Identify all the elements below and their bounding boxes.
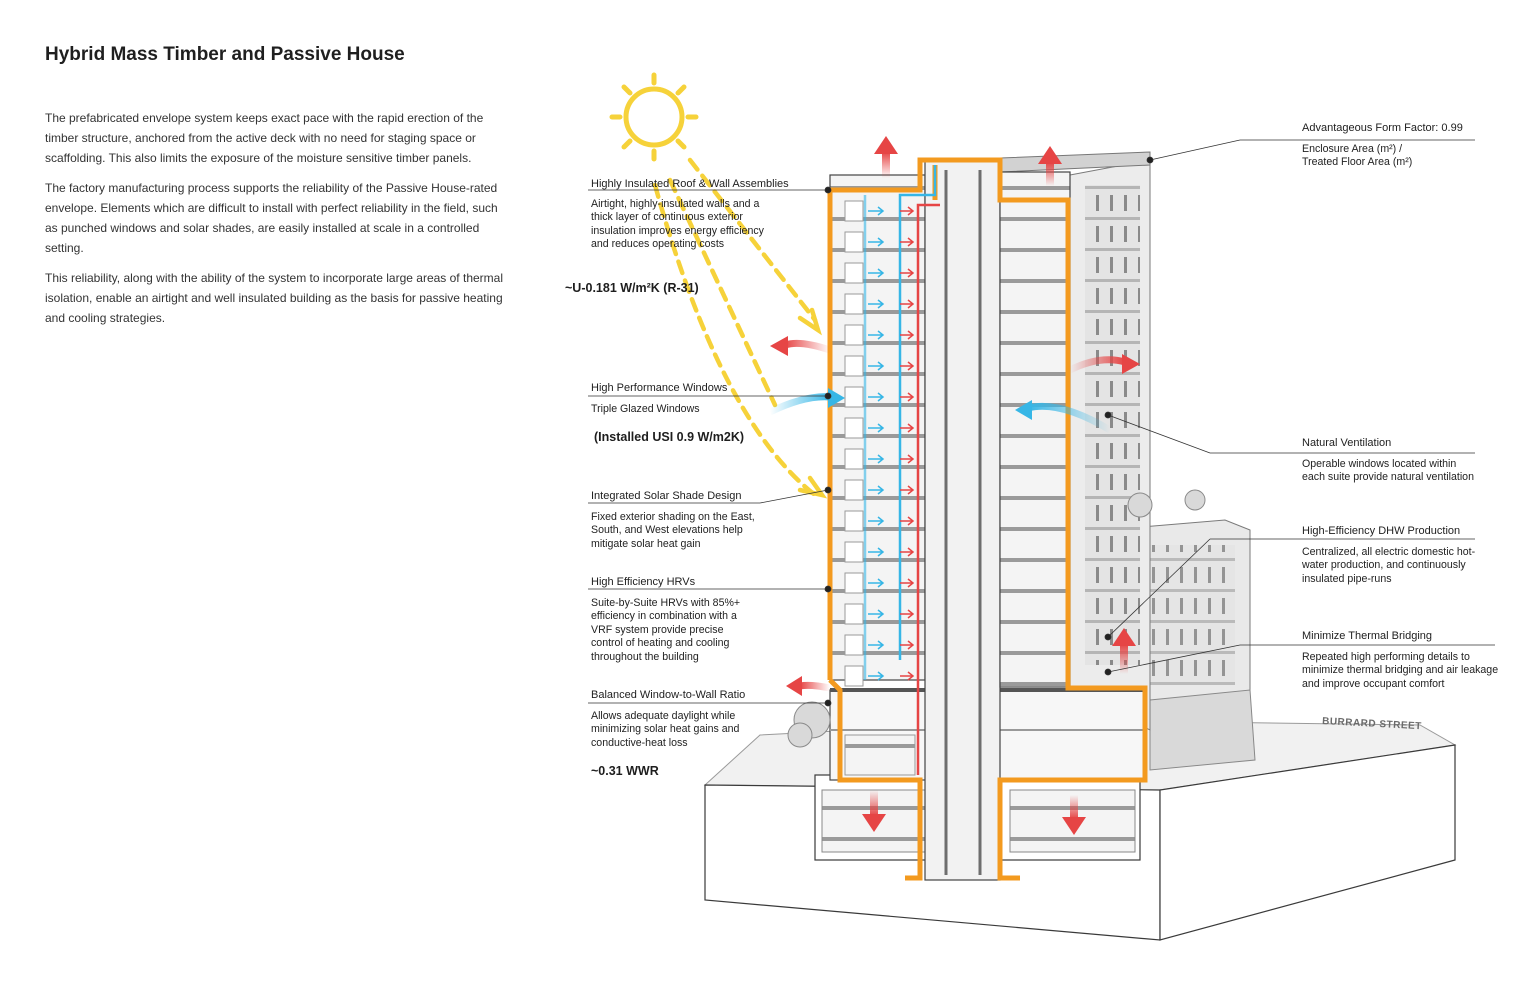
- supply-air-arrow: [868, 423, 885, 433]
- supply-air-arrow: [868, 392, 885, 402]
- suite-window: [844, 448, 864, 470]
- label-description: Repeated high performing details to mini…: [1302, 650, 1499, 690]
- hrv-ducts: [863, 165, 940, 775]
- supply-air-arrow: [868, 268, 885, 278]
- label-form-factor: Advantageous Form Factor: 0.99 Enclosure…: [1302, 122, 1482, 170]
- supply-air-arrow: [868, 609, 885, 619]
- tower-right-section: [999, 171, 1071, 688]
- suite-window: [844, 479, 864, 501]
- tree-icon: [787, 489, 1206, 748]
- suite-window: [844, 324, 864, 346]
- label-heading: Balanced Window-to-Wall Ratio: [591, 689, 746, 701]
- solar-ray-arrows: [652, 157, 828, 499]
- exhaust-air-arrow: [900, 547, 915, 557]
- label-description: Enclosure Area (m²) / Treated Floor Area…: [1302, 143, 1482, 170]
- suite-rows: [844, 200, 864, 687]
- label-solar-shade: Integrated Solar Shade Design Fixed exte…: [591, 490, 766, 551]
- label-hrv: High Efficiency HRVs Suite-by-Suite HRVs…: [591, 576, 751, 665]
- suite-window: [844, 634, 864, 656]
- label-description: Triple Glazed Windows: [591, 402, 700, 415]
- label-windows: High Performance Windows Triple Glazed W…: [591, 382, 791, 416]
- exhaust-air-arrow: [900, 485, 915, 495]
- label-description-line: Treated Floor Area (m²): [1302, 156, 1413, 169]
- exhaust-air-arrow: [900, 237, 915, 247]
- label-description: Centralized, all electric domestic hot-w…: [1302, 545, 1476, 585]
- exhaust-air-arrow: [900, 671, 915, 681]
- suite-window: [844, 386, 864, 408]
- suite-window: [844, 231, 864, 253]
- suite-window: [844, 665, 864, 687]
- street-label: BURRARD STREET: [1322, 716, 1422, 732]
- label-description: Airtight, highly-insulated walls and a t…: [591, 197, 764, 251]
- label-dhw: High-Efficiency DHW Production Centraliz…: [1302, 525, 1482, 586]
- supply-air-arrow: [868, 516, 885, 526]
- supply-air-arrow: [868, 485, 885, 495]
- exhaust-air-arrow: [900, 516, 915, 526]
- label-wwr: Balanced Window-to-Wall Ratio Allows ade…: [591, 689, 756, 750]
- exhaust-air-arrow: [900, 330, 915, 340]
- supply-air-arrow: [868, 206, 885, 216]
- label-heading: Minimize Thermal Bridging: [1302, 630, 1433, 642]
- exhaust-air-arrow: [900, 268, 915, 278]
- supply-air-arrow: [868, 547, 885, 557]
- suite-window: [844, 355, 864, 377]
- wwr-value: ~0.31 WWR: [591, 764, 659, 778]
- label-description: Fixed exterior shading on the East, Sout…: [591, 510, 755, 550]
- intro-text: The prefabricated envelope system keeps …: [45, 108, 505, 338]
- exhaust-air-arrow: [900, 454, 915, 464]
- intro-paragraph: The prefabricated envelope system keeps …: [45, 111, 484, 165]
- supply-air-arrow: [868, 330, 885, 340]
- supply-air-arrow: [868, 671, 885, 681]
- intro-paragraph: The factory manufacturing process suppor…: [45, 181, 498, 255]
- label-description-line: Enclosure Area (m²) /: [1302, 142, 1403, 155]
- suite-window: [844, 262, 864, 284]
- exhaust-air-arrow: [900, 392, 915, 402]
- intro-paragraph: This reliability, along with the ability…: [45, 271, 503, 325]
- label-heading: Integrated Solar Shade Design: [591, 490, 742, 502]
- page-title: Hybrid Mass Timber and Passive House: [45, 44, 405, 65]
- supply-air-arrow: [868, 237, 885, 247]
- exhaust-air-arrow: [900, 578, 915, 588]
- exhaust-air-arrow: [900, 299, 915, 309]
- label-heading: High-Efficiency DHW Production: [1302, 525, 1461, 537]
- supply-air-arrow: [868, 454, 885, 464]
- suite-window: [844, 293, 864, 315]
- duct-arrows: [868, 206, 915, 681]
- label-natural-ventilation: Natural Ventilation Operable windows loc…: [1302, 437, 1477, 485]
- sun-icon: [609, 72, 699, 162]
- supply-air-arrow: [868, 578, 885, 588]
- suite-window: [844, 417, 864, 439]
- suite-window: [844, 510, 864, 532]
- supply-air-arrow: [868, 361, 885, 371]
- label-roof-assemblies: Highly Insulated Roof & Wall Assemblies …: [591, 178, 789, 252]
- label-description: Suite-by-Suite HRVs with 85%+ efficiency…: [591, 596, 741, 663]
- label-thermal-bridging: Minimize Thermal Bridging Repeated high …: [1302, 630, 1502, 691]
- suite-window: [844, 541, 864, 563]
- core-section: [924, 159, 1001, 881]
- exhaust-air-arrow: [900, 206, 915, 216]
- supply-air-arrow: [868, 299, 885, 309]
- label-heading: High Efficiency HRVs: [591, 576, 696, 588]
- u-value: ~U-0.181 W/m²K (R-31): [565, 281, 699, 295]
- supply-air-arrow: [868, 640, 885, 650]
- leader-lines: [588, 139, 1495, 707]
- label-heading: Highly Insulated Roof & Wall Assemblies: [591, 178, 789, 190]
- suite-window: [844, 572, 864, 594]
- label-heading: Advantageous Form Factor: 0.99: [1302, 122, 1463, 134]
- exhaust-air-arrow: [900, 361, 915, 371]
- exhaust-air-arrow: [900, 640, 915, 650]
- suite-window: [844, 603, 864, 625]
- label-heading: Natural Ventilation: [1302, 437, 1392, 449]
- exhaust-air-arrow: [900, 609, 915, 619]
- label-description: Operable windows located within each sui…: [1302, 457, 1474, 484]
- suite-window: [844, 200, 864, 222]
- label-description: Allows adequate daylight while minimizin…: [591, 709, 740, 749]
- label-heading: High Performance Windows: [591, 382, 728, 394]
- window-value: (Installed USI 0.9 W/m2K): [594, 430, 745, 444]
- exhaust-air-arrow: [900, 423, 915, 433]
